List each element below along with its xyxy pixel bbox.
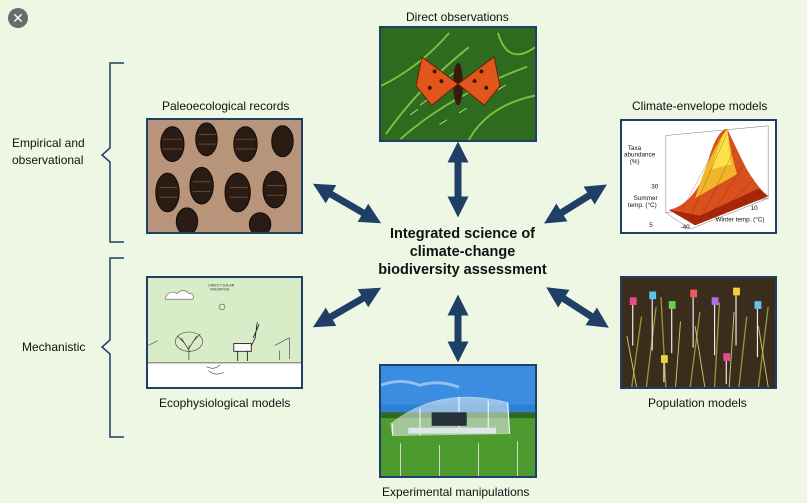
z-tick-5: 5 <box>649 222 653 229</box>
arrow-climate <box>544 184 607 224</box>
population-models-photo <box>620 276 777 389</box>
climate-envelope-chart: Taxa abundance (%) 30 Summer temp. (°C) … <box>620 119 777 234</box>
mechanistic-bracket <box>100 257 124 438</box>
experimental-manipulations-photo <box>379 364 537 478</box>
paleoecological-photo <box>146 118 303 234</box>
solar-radiation-label: DIRECT SOLAR RADIATION <box>208 284 235 292</box>
label-population-models: Population models <box>648 396 747 410</box>
summer-temp-label: Summer temp. (°C) <box>628 195 660 209</box>
label-ecophysiological-models: Ecophysiological models <box>159 396 291 410</box>
label-experimental-manipulations: Experimental manipulations <box>382 485 530 499</box>
w-tick-minus40: -40 <box>680 224 690 231</box>
close-button[interactable]: ✕ <box>8 8 28 28</box>
empirical-bracket <box>100 62 124 243</box>
w-tick-10: 10 <box>751 205 759 212</box>
arrow-paleo <box>312 183 382 224</box>
z-tick-30: 30 <box>651 184 659 191</box>
group-label-mechanistic: Mechanistic <box>22 340 86 354</box>
direct-observations-photo <box>379 26 537 142</box>
arrow-ecophys <box>312 287 382 328</box>
label-direct-observations: Direct observations <box>406 10 509 24</box>
label-paleoecological-records: Paleoecological records <box>162 99 290 113</box>
ecophysiological-sketch: DIRECT SOLAR RADIATION <box>146 276 303 389</box>
group-label-empirical: Empirical and observational <box>12 136 85 167</box>
arrow-population <box>546 287 609 328</box>
close-icon: ✕ <box>12 10 24 26</box>
label-climate-envelope-models: Climate-envelope models <box>632 99 768 113</box>
taxa-abundance-label: Taxa abundance (%) <box>624 145 657 165</box>
center-title: Integrated science of climate-change bio… <box>378 226 547 278</box>
winter-temp-label: Winter temp. (°C) <box>716 215 765 223</box>
